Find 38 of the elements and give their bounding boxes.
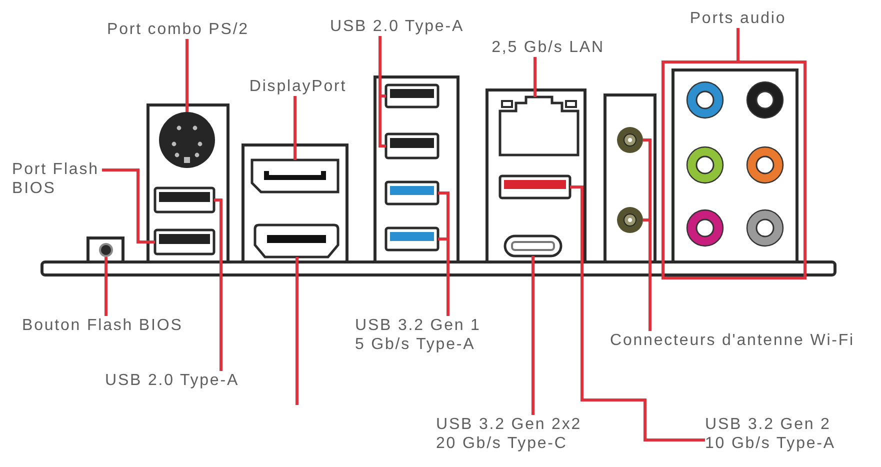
leader-line — [102, 168, 155, 244]
leader-line — [532, 256, 534, 415]
leader-line — [104, 257, 108, 316]
round-port-icon — [159, 112, 215, 168]
ethernet-port-icon — [498, 96, 580, 156]
video-port-icon — [254, 224, 340, 258]
port-label: USB 2.0 Type-A — [105, 371, 240, 390]
usb-port-icon — [384, 84, 440, 108]
leader-line — [214, 198, 222, 371]
port-label: DisplayPort — [249, 77, 347, 96]
port-label: USB 3.2 Gen 2 10 Gb/s Type-A — [705, 415, 845, 453]
video-port-icon — [250, 158, 340, 194]
antenna-connector-icon — [617, 207, 643, 233]
antenna-connector-icon — [617, 127, 643, 153]
leader-line — [294, 96, 296, 160]
port-label: Port Flash BIOS — [12, 160, 102, 198]
leader-line — [296, 257, 298, 405]
port-label: Port combo PS/2 — [107, 20, 249, 39]
port-label: 2,5 Gb/s LAN — [492, 38, 604, 57]
port-label: USB 2.0 Type-A — [330, 17, 464, 36]
leader-line — [186, 39, 188, 112]
port-label: Ports audio — [690, 9, 786, 28]
highlight-frame — [662, 60, 806, 280]
port-label: Bouton Flash BIOS — [22, 316, 183, 335]
usb-port-icon — [384, 226, 440, 252]
usb-port-icon — [384, 132, 440, 160]
usb-port-icon — [154, 228, 216, 256]
leader-line — [736, 28, 740, 62]
port-label: USB 3.2 Gen 2x2 20 Gb/s Type-C — [436, 415, 591, 453]
push-button-icon — [99, 243, 113, 257]
usb-c-port-icon — [504, 234, 562, 258]
usb-port-icon — [498, 174, 572, 200]
port-label: USB 3.2 Gen 1 5 Gb/s Type-A — [355, 316, 490, 354]
usb-port-icon — [154, 186, 216, 214]
leader-line — [570, 186, 705, 442]
leader-line — [534, 57, 536, 97]
port-label: Connecteurs d'antenne Wi-Fi — [610, 331, 855, 350]
usb-port-icon — [384, 180, 440, 206]
